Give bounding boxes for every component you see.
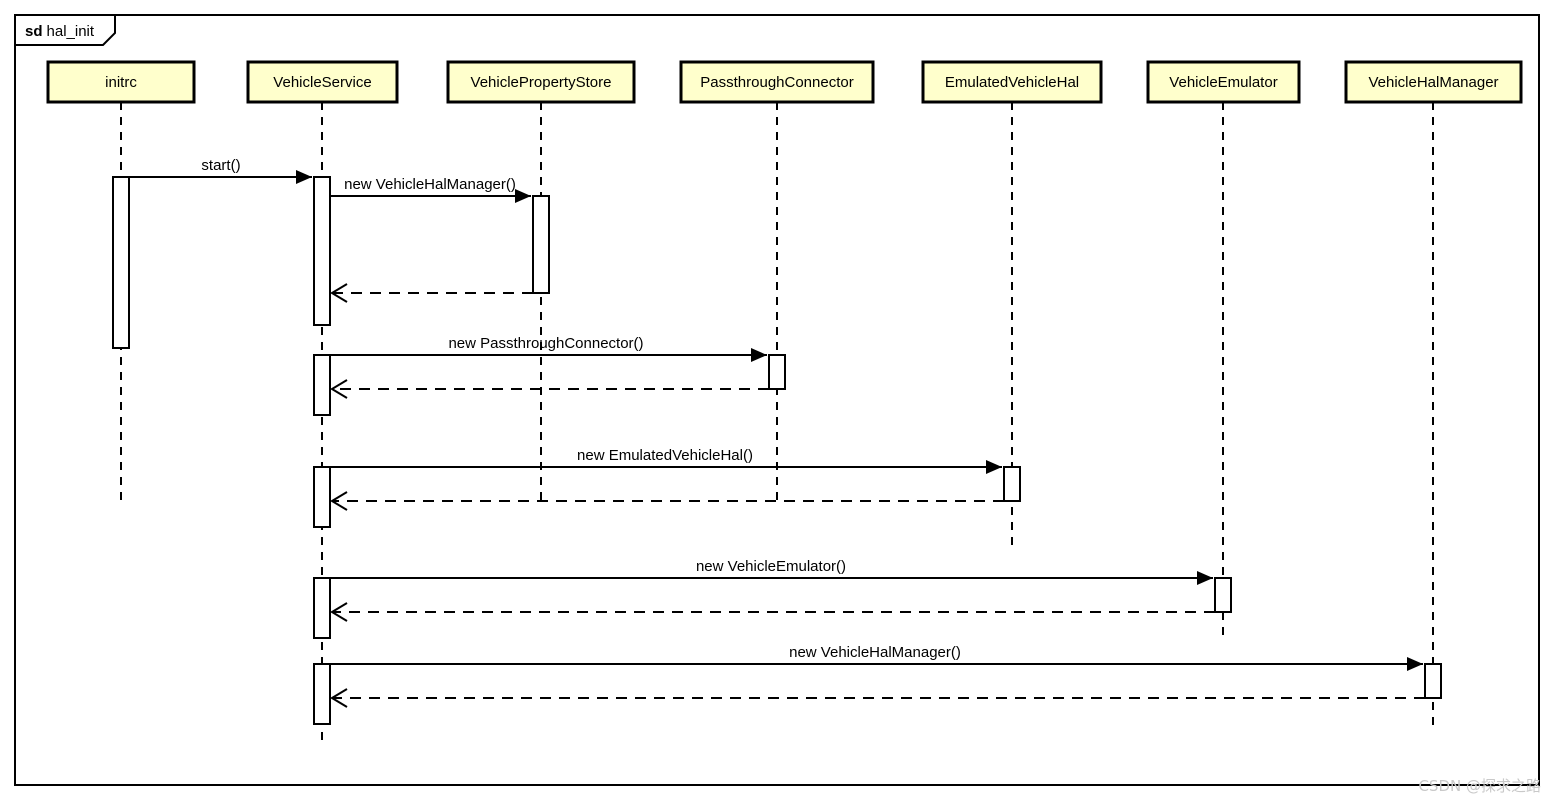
frame-label-kind: sd [25,23,43,40]
participant-label-vehicle-property-store: VehiclePropertyStore [471,74,612,91]
activation-bar-act-vs-3[interactable] [313,466,331,528]
message-arrowhead-msg-new-vehicle-emulator [1197,571,1213,585]
participant-label-emulated-vehicle-hal: EmulatedVehicleHal [945,74,1079,91]
message-label-msg-new-vehicle-hal-manager-2: new VehicleHalManager() [789,644,961,661]
activation-bar-act-pc-1[interactable] [768,354,786,390]
activations-layer [112,176,1442,725]
message-arrowhead-msg-new-emulated-vehicle-hal [986,460,1002,474]
participant-label-vehicle-service: VehicleService [273,74,371,91]
message-label-msg-new-emulated-vehicle-hal: new EmulatedVehicleHal() [577,447,753,464]
activation-bar-act-vhm-1[interactable] [1424,663,1442,699]
participants-layer: initrc VehicleService VehiclePropertyStore… [46,60,1523,104]
message-arrowhead-msg-return-passthrough-connector [330,379,348,399]
activation-bar-act-evh-1[interactable] [1003,466,1021,502]
message-arrowhead-msg-new-passthrough-connector [751,348,767,362]
csdn-watermark: CSDN @探求之路 [1418,777,1541,795]
activation-bar-act-vs-1[interactable] [313,176,331,326]
activation-bar-act-vs-2[interactable] [313,354,331,416]
activation-bar-act-vs-5[interactable] [313,663,331,725]
participant-label-vehicle-emulator: VehicleEmulator [1169,74,1277,91]
frame-label-name: hal_init [47,23,95,40]
frame-label-tab [14,14,116,46]
message-label-msg-new-vehicle-emulator: new VehicleEmulator() [696,558,846,575]
participant-box-passthrough-connector[interactable] [679,60,875,104]
message-arrowhead-msg-return-emulated-vehicle-hal [330,491,348,511]
message-arrowhead-msg-return-vehicle-property-store [330,283,348,303]
messages-layer: start() new VehicleHalManager() new Passth… [121,157,1425,708]
participant-box-initrc[interactable] [46,60,196,104]
activation-bar-act-ve-1[interactable] [1214,577,1232,613]
message-label-msg-new-passthrough-connector: new PassthroughConnector() [448,335,643,352]
message-arrowhead-msg-new-vehicle-hal-manager-1 [515,189,531,203]
participant-box-vehicle-property-store[interactable] [446,60,636,104]
message-label-msg-start: start() [201,157,240,174]
activation-bar-act-initrc[interactable] [112,176,130,349]
message-arrowhead-msg-return-vehicle-emulator [330,602,348,622]
message-arrowhead-msg-new-vehicle-hal-manager-2 [1407,657,1423,671]
participant-box-vehicle-hal-manager[interactable] [1344,60,1523,104]
activation-bar-act-vps-1[interactable] [532,195,550,294]
message-arrowhead-msg-start [296,170,312,184]
participant-label-vehicle-hal-manager: VehicleHalManager [1368,74,1498,91]
diagram-frame-border [14,14,1540,786]
message-arrowhead-msg-return-vehicle-hal-manager [330,688,348,708]
activation-bar-act-vs-4[interactable] [313,577,331,639]
participant-box-vehicle-emulator[interactable] [1146,60,1301,104]
participant-label-initrc: initrc [105,74,137,91]
message-label-msg-new-vehicle-hal-manager-1: new VehicleHalManager() [344,176,516,193]
participant-label-passthrough-connector: PassthroughConnector [700,74,853,91]
